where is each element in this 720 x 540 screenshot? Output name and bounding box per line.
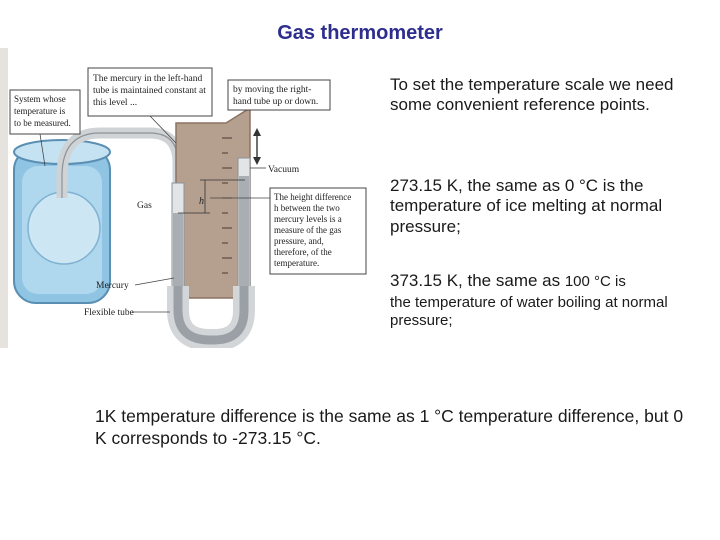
callout-mercury-left-line3: this level ... <box>93 98 137 108</box>
page-edge <box>0 48 8 348</box>
label-h: h <box>199 196 204 207</box>
callout-mercury-left-line1: The mercury in the left-hand <box>93 73 202 84</box>
callout-height-line4: measure of the gas <box>274 225 342 235</box>
callout-mercury-left-line2: tube is maintained constant at <box>93 86 206 96</box>
label-vacuum: Vacuum <box>268 165 300 175</box>
callout-height-line7: temperature. <box>274 258 319 268</box>
callout-system <box>9 89 81 135</box>
callout-moving-right-line2: hand tube up or down. <box>233 97 318 107</box>
callout-system-line2: temperature is <box>14 106 66 116</box>
label-flexible-tube: Flexible tube <box>84 308 134 318</box>
callout-moving-right <box>227 79 331 111</box>
callout-height-line2: h between the two <box>274 203 340 213</box>
reference-points-text: To set the temperature scale we need som… <box>390 75 674 115</box>
boiling-point-celsius: 100 °C is <box>564 273 626 290</box>
callout-height-line3: mercury levels is a <box>274 214 342 224</box>
callout-system-line3: to be measured. <box>14 118 71 128</box>
water-boiling-text: the temperature of water boiling at norm… <box>390 294 668 329</box>
ice-melting-text: 273.15 K, the same as 0 °C is the temper… <box>390 176 663 236</box>
boiling-point-prefix: 373.15 K, the same as <box>390 271 565 290</box>
boiling-point-line: 373.15 K, the same as 100 °C is <box>390 271 710 291</box>
callout-height-line6: therefore, of the <box>274 247 332 257</box>
gas-bulb <box>27 191 101 265</box>
callout-height-difference <box>269 187 367 275</box>
label-mercury: Mercury <box>96 281 129 291</box>
callout-height-line5: pressure, and, <box>274 236 324 246</box>
callout-moving-right-line1: by moving the right- <box>233 85 311 95</box>
kelvin-celsius-difference-text: 1K temperature difference is the same as… <box>95 406 684 448</box>
callout-height-line1: The height difference <box>274 192 351 202</box>
gas-thermometer-figure: The mercury in the left-hand tube is mai… <box>0 48 385 351</box>
callout-mercury-left <box>87 67 213 117</box>
callout-system-line1: System whose <box>14 94 66 104</box>
label-gas: Gas <box>137 201 152 211</box>
page-title: Gas thermometer <box>277 22 443 44</box>
gas-thermometer-diagram: The mercury in the left-hand tube is mai… <box>0 48 367 351</box>
